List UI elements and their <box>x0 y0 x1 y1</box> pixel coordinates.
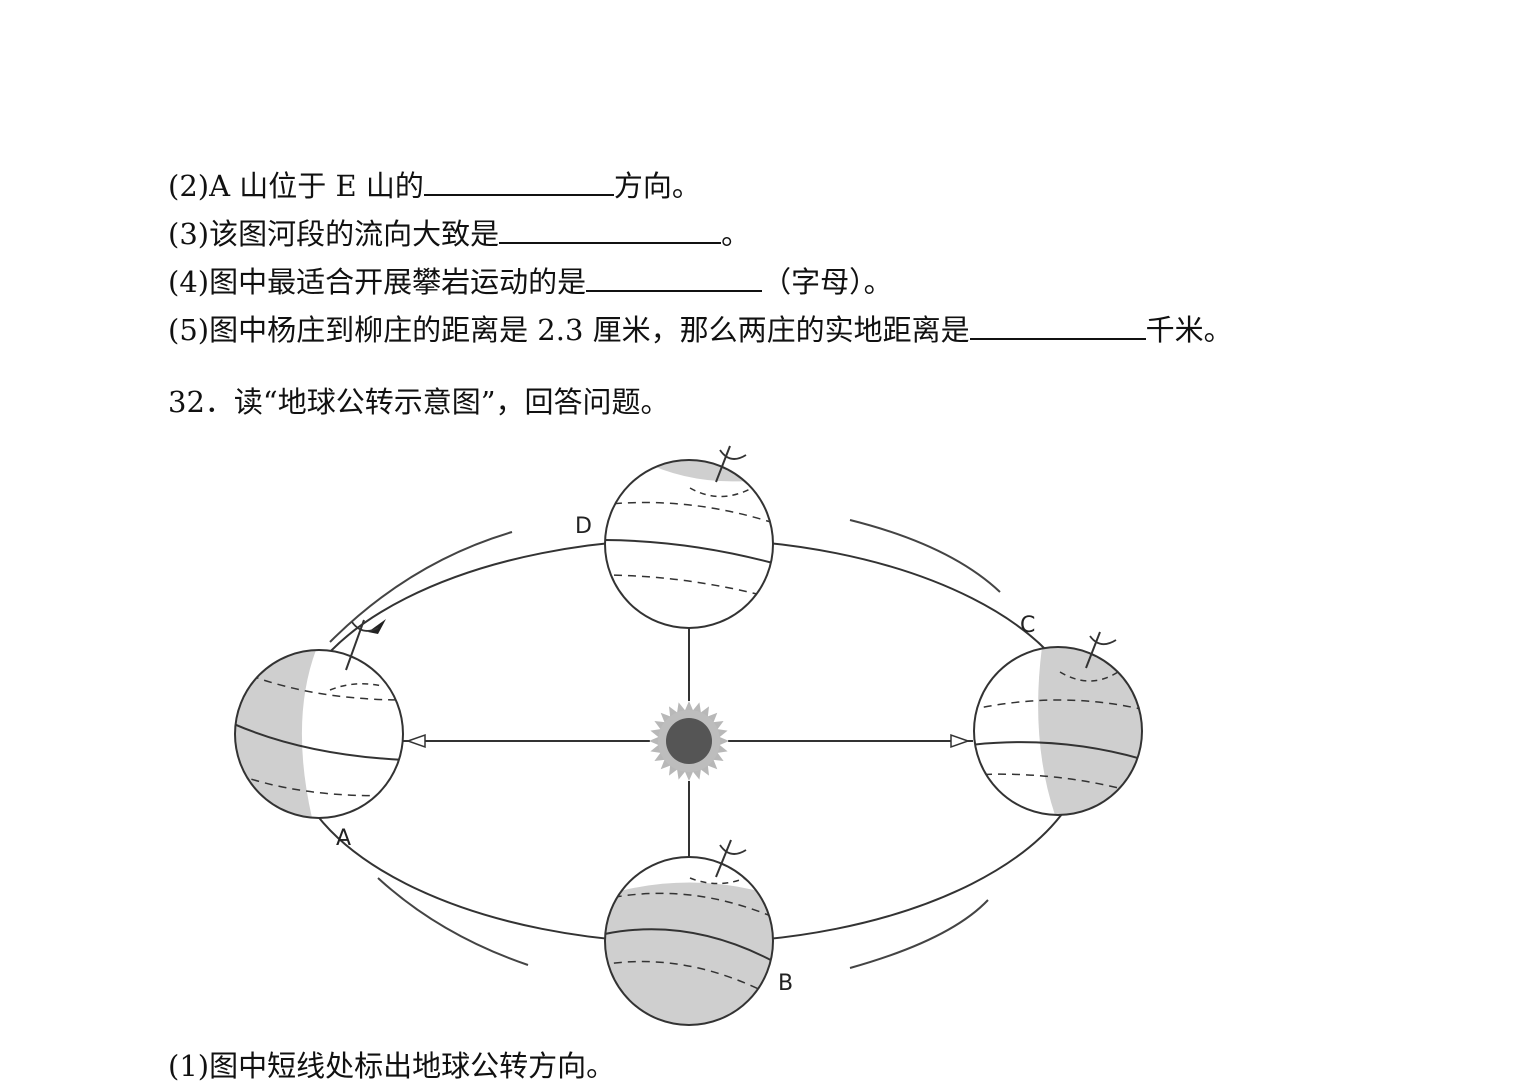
q32-title: 32．读“地球公转示意图”，回答问题。 <box>168 385 670 419</box>
q31-item-2: (2)A 山位于 E 山的 方向。 <box>168 168 701 204</box>
sun-icon <box>649 701 729 781</box>
label-c: C <box>1020 613 1035 638</box>
q31-item-3-tail: 。 <box>721 217 751 251</box>
orbit-arrow <box>368 619 386 634</box>
earth-b <box>604 839 774 1026</box>
earth-a <box>234 619 404 819</box>
direction-arc-upper-right <box>849 519 1001 593</box>
label-a: A <box>336 826 351 851</box>
answer-blank[interactable] <box>499 216 722 244</box>
q31-item-4-text: (4)图中最适合开展攀岩运动的是 <box>168 265 587 299</box>
q31-item-4: (4)图中最适合开展攀岩运动的是 （字母）。 <box>168 264 893 300</box>
direction-arc-upper-left <box>329 531 513 643</box>
marker-triangle-left <box>405 733 426 749</box>
q31-item-2-text: (2)A 山位于 E 山的 <box>168 169 424 203</box>
q31-item-5: (5)图中杨庄到柳庄的距离是 2.3 厘米，那么两庄的实地距离是 千米。 <box>168 312 1233 348</box>
marker-triangle-right <box>950 733 971 749</box>
q32-sub1: (1)图中短线处标出地球公转方向。 <box>168 1049 616 1083</box>
label-b: B <box>778 971 793 996</box>
q31-item-5-tail: 千米。 <box>1145 313 1233 347</box>
label-d: D <box>575 514 592 539</box>
q31-item-3: (3)该图河段的流向大致是 。 <box>168 216 750 252</box>
q31-item-5-text: (5)图中杨庄到柳庄的距离是 2.3 厘米，那么两庄的实地距离是 <box>168 313 970 347</box>
earth-c <box>973 631 1143 816</box>
direction-arc-lower-right <box>849 899 989 969</box>
q31-item-4-tail: （字母）。 <box>762 265 893 299</box>
answer-blank[interactable] <box>586 264 763 292</box>
q31-item-3-text: (3)该图河段的流向大致是 <box>168 217 500 251</box>
earth-d <box>604 445 774 629</box>
direction-arc-lower-left <box>377 877 529 966</box>
answer-blank[interactable] <box>969 312 1146 340</box>
q31-item-2-tail: 方向。 <box>613 169 701 203</box>
answer-blank[interactable] <box>423 168 614 196</box>
